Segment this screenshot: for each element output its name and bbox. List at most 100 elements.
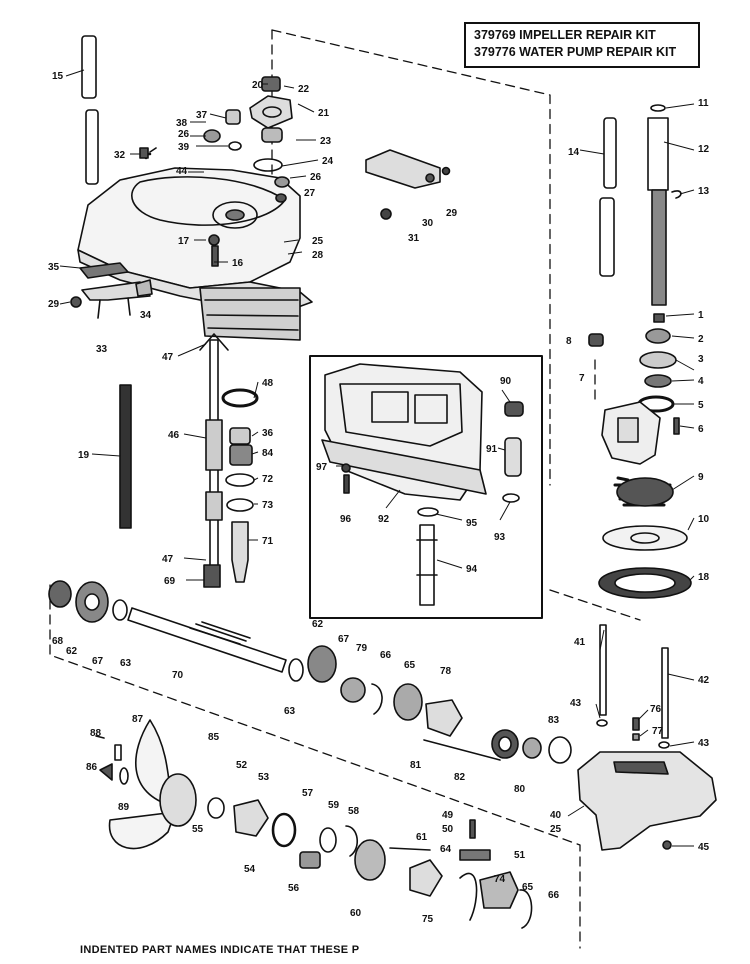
- callout-53: 53: [258, 772, 270, 783]
- callout-4: 4: [698, 376, 704, 387]
- callout-14: 14: [568, 147, 580, 158]
- callout-67b: 67: [92, 656, 104, 667]
- lower-gearcase-housing: [577, 717, 717, 851]
- callout-74: 74: [494, 874, 506, 885]
- callout-26a: 26: [178, 129, 190, 140]
- callout-93: 93: [494, 532, 506, 543]
- callout-62b: 62: [66, 646, 78, 657]
- callout-95: 95: [466, 518, 478, 529]
- impeller-kit-line: 379769 IMPELLER REPAIR KIT: [474, 28, 656, 42]
- callout-6: 6: [698, 424, 704, 435]
- callout-87: 87: [132, 714, 144, 725]
- callout-23: 23: [320, 136, 332, 147]
- callout-37: 37: [196, 110, 208, 121]
- driveshaft-19: [119, 384, 132, 529]
- leader-lines: [59, 69, 695, 847]
- callout-70: 70: [172, 670, 184, 681]
- callout-21: 21: [318, 108, 330, 119]
- studs: [596, 624, 670, 749]
- callout-79: 79: [356, 643, 368, 654]
- callout-63a: 63: [284, 706, 296, 717]
- callout-3: 3: [698, 354, 704, 365]
- callout-32: 32: [114, 150, 126, 161]
- callout-labels: 1234567891011121314151617181920212223242…: [48, 71, 710, 925]
- callout-15: 15: [52, 71, 64, 82]
- water-tube-15: [81, 35, 99, 185]
- callout-7: 7: [579, 373, 585, 384]
- callout-47b: 47: [162, 554, 174, 565]
- callout-56: 56: [288, 883, 300, 894]
- water-tube-grommet-parts: [140, 76, 293, 203]
- propeller-shaft-gear-train: [48, 580, 572, 764]
- callout-47a: 47: [162, 352, 174, 363]
- callout-9: 9: [698, 472, 704, 483]
- bearing-carrier-parts: [207, 797, 533, 929]
- indented-part-names-footnote: INDENTED PART NAMES INDICATE THAT THESE …: [80, 944, 360, 956]
- callout-22: 22: [298, 84, 310, 95]
- callout-62a: 62: [312, 619, 324, 630]
- callout-61: 61: [416, 832, 428, 843]
- callout-54: 54: [244, 864, 256, 875]
- callout-20: 20: [252, 80, 264, 91]
- callout-42: 42: [698, 675, 710, 686]
- callout-72: 72: [262, 474, 274, 485]
- callout-65a: 65: [404, 660, 416, 671]
- callout-12: 12: [698, 144, 710, 155]
- callout-94: 94: [466, 564, 478, 575]
- callout-92: 92: [378, 514, 390, 525]
- callout-60: 60: [350, 908, 362, 919]
- fastener-bolts: [70, 147, 220, 308]
- callout-66a: 66: [380, 650, 392, 661]
- callout-68: 68: [52, 636, 64, 647]
- callout-58: 58: [348, 806, 360, 817]
- callout-64: 64: [440, 844, 452, 855]
- callout-25b: 25: [550, 824, 562, 835]
- callout-34: 34: [140, 310, 152, 321]
- callout-26b: 26: [310, 172, 322, 183]
- shift-rod-assembly: [199, 333, 229, 588]
- callout-1: 1: [698, 310, 704, 321]
- callout-76: 76: [650, 704, 662, 715]
- callout-89: 89: [118, 802, 130, 813]
- callout-81: 81: [410, 760, 422, 771]
- upper-gearcase-housing: [77, 167, 313, 341]
- callout-85: 85: [208, 732, 220, 743]
- callout-18: 18: [698, 572, 710, 583]
- callout-75: 75: [422, 914, 434, 925]
- callout-67a: 67: [338, 634, 350, 645]
- callout-97: 97: [316, 462, 328, 473]
- propeller: [95, 719, 197, 850]
- anode-plate: [79, 262, 153, 319]
- callout-82: 82: [454, 772, 466, 783]
- callout-48: 48: [262, 378, 274, 389]
- callout-28: 28: [312, 250, 324, 261]
- callout-8: 8: [566, 336, 572, 347]
- callout-91: 91: [486, 444, 498, 455]
- callout-45: 45: [698, 842, 710, 853]
- callout-24: 24: [322, 156, 334, 167]
- callout-52: 52: [236, 760, 248, 771]
- callout-80: 80: [514, 784, 526, 795]
- repair-kit-note: 379769 IMPELLER REPAIR KIT 379776 WATER …: [464, 22, 700, 68]
- callout-63b: 63: [120, 658, 132, 669]
- callout-96: 96: [340, 514, 352, 525]
- callout-5: 5: [698, 400, 704, 411]
- inset-gearcase-view: [309, 355, 543, 619]
- callout-46: 46: [168, 430, 180, 441]
- callout-65b: 65: [522, 882, 534, 893]
- callout-73: 73: [262, 500, 274, 511]
- callout-38: 38: [176, 118, 188, 129]
- callout-69: 69: [164, 576, 176, 587]
- callout-57: 57: [302, 788, 314, 799]
- callout-90: 90: [500, 376, 512, 387]
- callout-44: 44: [176, 166, 188, 177]
- callout-77: 77: [652, 726, 664, 737]
- callout-36: 36: [262, 428, 274, 439]
- callout-51: 51: [514, 850, 526, 861]
- water-pump-kit-line: 379776 WATER PUMP REPAIR KIT: [474, 45, 677, 59]
- callout-30: 30: [422, 218, 434, 229]
- driveshaft-bearing-stack: [221, 388, 259, 583]
- callout-78: 78: [440, 666, 452, 677]
